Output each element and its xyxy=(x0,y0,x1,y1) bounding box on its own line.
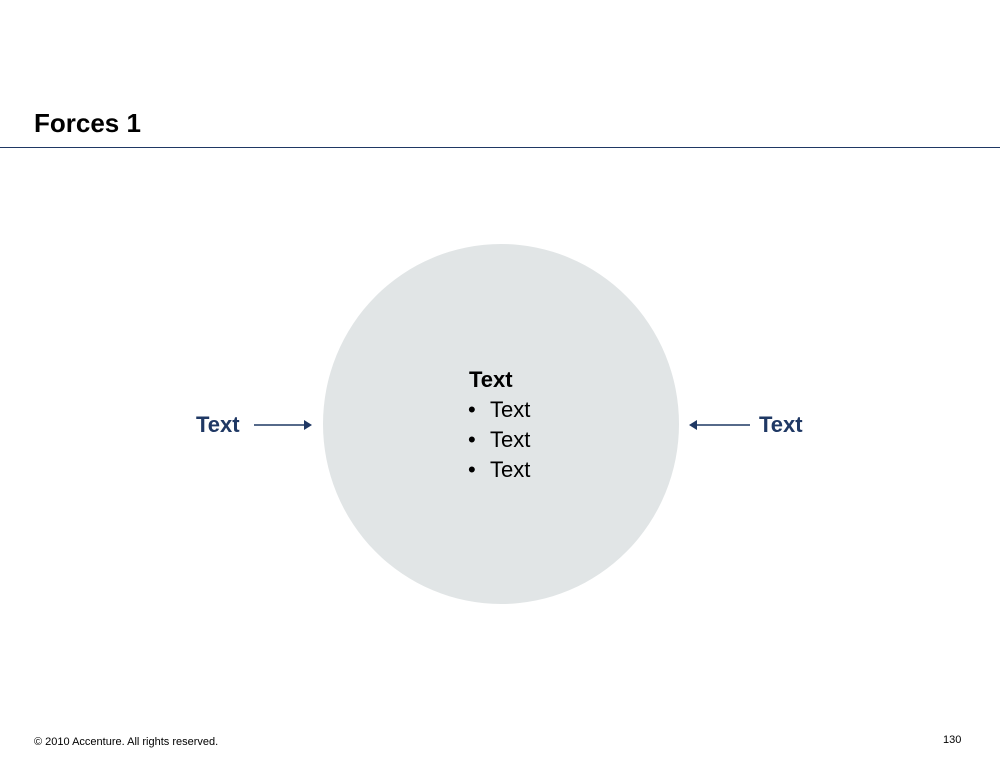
center-bullet-list: • Text • Text • Text xyxy=(466,395,530,485)
list-item: • Text xyxy=(466,425,530,455)
right-force-arrow xyxy=(689,420,750,430)
title-divider xyxy=(0,147,1000,148)
page-number: 130 xyxy=(943,734,962,746)
left-force-label: Text xyxy=(196,412,240,437)
slide-title: Forces 1 xyxy=(34,108,141,138)
center-circle xyxy=(323,244,679,604)
list-item: • Text xyxy=(466,395,530,425)
list-item-text: Text xyxy=(490,427,531,452)
list-item-text: Text xyxy=(490,397,531,422)
bullet-icon: • xyxy=(468,427,476,452)
list-item: • Text xyxy=(466,455,530,485)
bullet-icon: • xyxy=(468,457,476,482)
list-item-text: Text xyxy=(490,457,531,482)
center-text-block: Text • Text • Text • Text xyxy=(466,365,530,485)
footer-copyright: © 2010 Accenture. All rights reserved. xyxy=(34,736,219,748)
right-force-label: Text xyxy=(759,412,803,437)
bullet-icon: • xyxy=(468,397,476,422)
center-heading: Text xyxy=(469,367,513,392)
left-force-arrow xyxy=(254,420,312,430)
